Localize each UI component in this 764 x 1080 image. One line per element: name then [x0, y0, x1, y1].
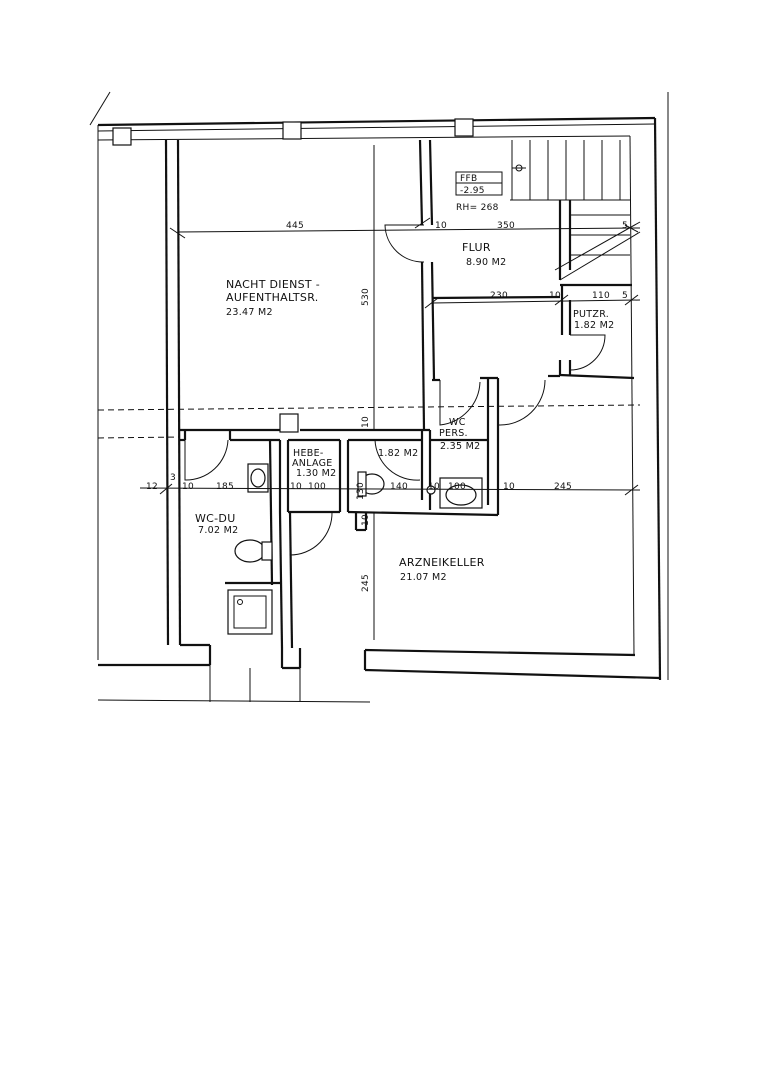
sanitary-block-walls [278, 438, 499, 556]
dim-350: 350 [497, 221, 515, 231]
dim-185: 185 [216, 482, 234, 492]
ffb-label: FFB [460, 174, 477, 184]
arzneikeller-title: ARZNEIKELLER [399, 556, 485, 569]
arzneikeller-area: 21.07 M2 [400, 572, 447, 583]
dim-110: 110 [592, 291, 610, 301]
dim-10-wcdu: 10 [182, 482, 194, 492]
dim-10-putz: 10 [549, 291, 561, 301]
dim-10-right: 10 [503, 482, 515, 492]
flur-door [384, 224, 425, 263]
right-wall [629, 92, 669, 681]
wc-du-walls [180, 430, 294, 649]
dim-445: 445 [286, 221, 304, 231]
left-walls [97, 125, 182, 660]
wc-du-area: 7.02 M2 [198, 525, 239, 536]
dim-5-top: 5 [622, 221, 628, 231]
section-line [97, 404, 641, 411]
wc-du-title: WC-DU [195, 512, 236, 525]
dim-100-hebe: 100 [308, 482, 326, 492]
level-box: FFB -2.95 RH= 268 [455, 171, 503, 213]
flur-title: FLUR [462, 241, 491, 254]
dim-230: 230 [490, 291, 508, 301]
dim-3: 3 [170, 473, 176, 483]
room-height: RH= 268 [456, 203, 499, 213]
wc-pers-title-2: PERS. [439, 428, 468, 439]
wc-pers-area: 2.35 M2 [440, 441, 481, 452]
outer-edge-diagonal [89, 91, 111, 126]
dim-130: 130 [356, 482, 366, 500]
dim-245-horizontal: 245 [554, 482, 572, 492]
small-wc-area: 1.82 M2 [378, 448, 419, 459]
dim-100-wc: 100 [448, 482, 466, 492]
wc-pers-title-1: WC [449, 417, 466, 428]
level-value: -2.95 [460, 186, 485, 196]
shower-icon [227, 589, 273, 635]
dim-10-top: 10 [435, 221, 447, 231]
flur-stairs [431, 140, 641, 300]
dim-530: 530 [361, 288, 371, 306]
dim-10-hebe: 10 [290, 482, 302, 492]
top-wall [97, 116, 656, 146]
putzr-title: PUTZR. [573, 309, 609, 320]
dim-5-putz: 5 [622, 291, 628, 301]
nachtdienst-title-1: NACHT DIENST - [226, 278, 320, 291]
dim-140: 140 [390, 482, 408, 492]
flur-lower-walls [420, 374, 560, 515]
dim-10-wc: 10 [428, 482, 440, 492]
dim-12: 12 [146, 482, 158, 492]
bottom-wall [97, 643, 661, 703]
nachtdienst-walls [180, 139, 436, 433]
dim-245-vertical: 245 [361, 574, 371, 592]
nachtdienst-area: 23.47 M2 [226, 307, 273, 318]
nachtdienst-title-2: AUFENTHALTSR. [226, 291, 319, 304]
dimension-lines [139, 217, 641, 640]
dim-10-mid: 10 [361, 416, 371, 428]
putzraum-walls [558, 283, 635, 380]
flur-area: 8.90 M2 [466, 257, 507, 268]
hebeanlage-area: 1.30 M2 [296, 468, 337, 479]
hebeanlage-title-1: HEBE- [293, 448, 324, 459]
toilet-icon [234, 539, 266, 563]
hebeanlage-title-2: ANLAGE [292, 458, 333, 469]
putzr-area: 1.82 M2 [574, 320, 615, 331]
dim-10-bottom: 10 [361, 514, 371, 526]
